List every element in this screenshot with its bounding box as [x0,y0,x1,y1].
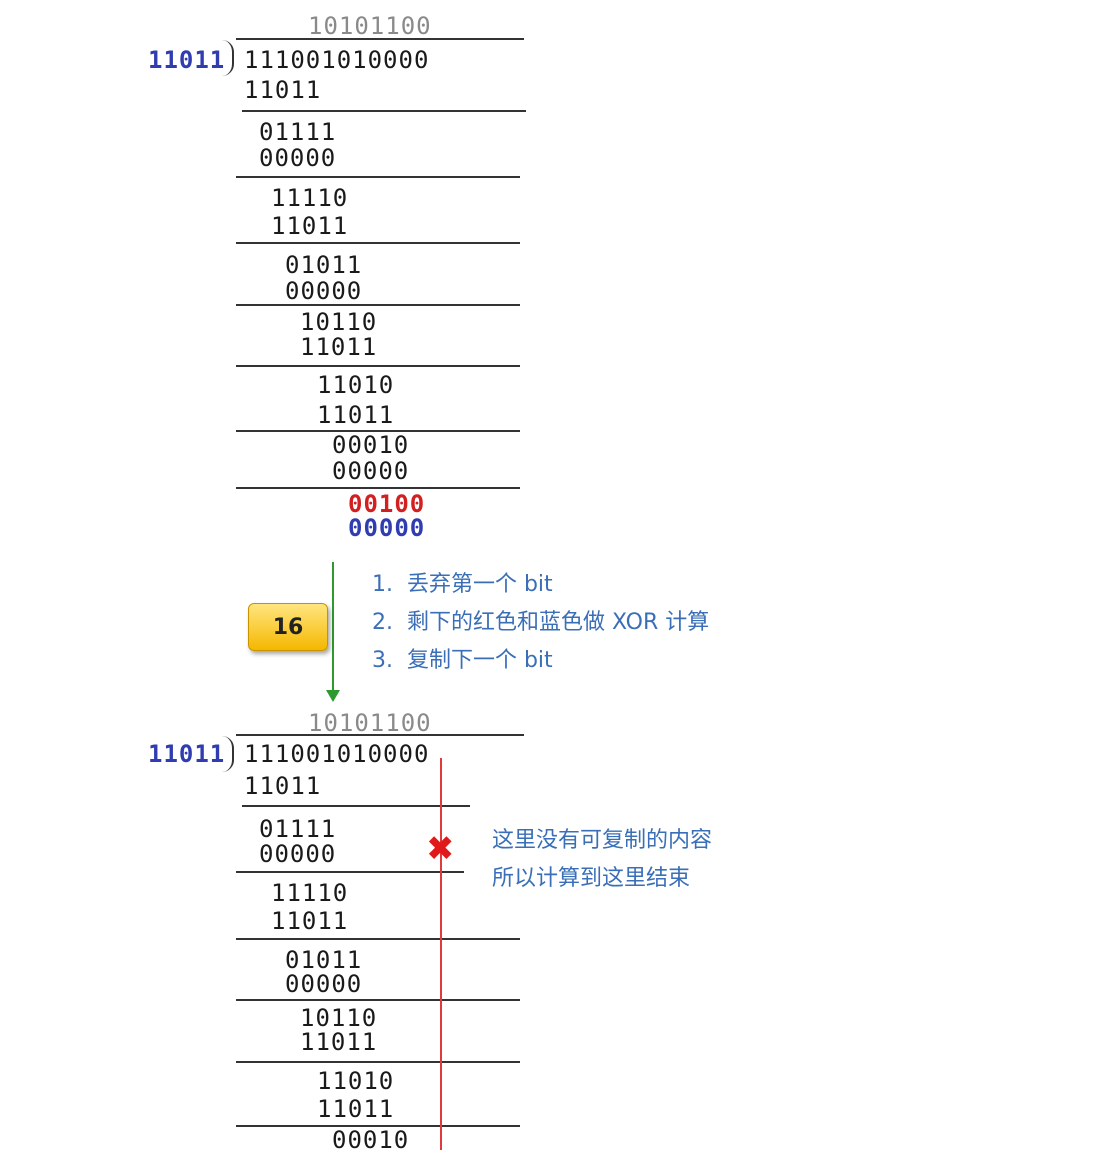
bottom-row: 10110 [300,1004,378,1032]
top-row: 11011 [317,401,395,429]
bottom-divider [242,805,470,807]
top-row: 00010 [332,431,410,459]
bottom-row: 00000 [285,970,363,998]
top-divider [242,110,526,112]
bottom-row: 11011 [317,1095,395,1123]
bottom-row: 01111 [259,815,337,843]
top-row: 01011 [285,251,363,279]
bottom-quotient-line [236,734,524,736]
bottom-divider [236,999,520,1001]
down-arrow-icon [326,690,340,702]
top-row: 00000 [332,457,410,485]
top-row: 01111 [259,118,337,146]
top-row: 11011 [271,212,349,240]
top-quotient: 10101100 [308,12,432,40]
top-divider [236,304,520,306]
x-mark-icon: ✖ [426,829,455,869]
step-badge: 16 [248,603,328,651]
bottom-quotient: 10101100 [308,709,432,737]
bottom-row: 11011 [271,907,349,935]
top-divider [236,487,520,489]
top-row: 00000 [259,144,337,172]
bottom-divider [236,871,464,873]
top-division-bracket [222,40,234,76]
top-divider [236,430,520,432]
bottom-row: 11011 [244,772,322,800]
note-line-1: 这里没有可复制的内容 [492,828,713,853]
top-row: 11010 [317,371,395,399]
bottom-row: 11011 [300,1028,378,1056]
bottom-divider [236,1061,520,1063]
bottom-row: 00000 [259,840,337,868]
bottom-divider [236,938,520,940]
bottom-division-bracket [222,736,234,772]
step-1: 1. 丢弃第一个 bit [372,572,553,597]
top-row: 11011 [300,333,378,361]
top-row: 00000 [285,277,363,305]
top-divider [236,242,520,244]
down-arrow-line [332,562,334,692]
top-quotient-line [236,38,524,40]
bottom-divisor: 11011 [148,740,226,768]
bottom-row: 00010 [332,1126,410,1154]
cutoff-line [440,758,442,1150]
bottom-row: 11010 [317,1067,395,1095]
bottom-row: 11110 [271,879,349,907]
bottom-row: 01011 [285,946,363,974]
remainder-red: 00100 [348,490,426,518]
top-divider [236,365,520,367]
remainder-blue: 00000 [348,514,426,542]
top-divisor: 11011 [148,46,226,74]
top-row: 11110 [271,184,349,212]
step-3: 3. 复制下一个 bit [372,648,553,673]
bottom-dividend: 111001010000 [244,740,430,768]
top-dividend: 111001010000 [244,46,430,74]
step-2: 2. 剩下的红色和蓝色做 XOR 计算 [372,610,710,635]
bottom-divider [236,1125,520,1127]
top-divider [236,176,520,178]
top-row: 10110 [300,308,378,336]
note-line-2: 所以计算到这里结束 [492,866,691,891]
top-row: 11011 [244,76,322,104]
